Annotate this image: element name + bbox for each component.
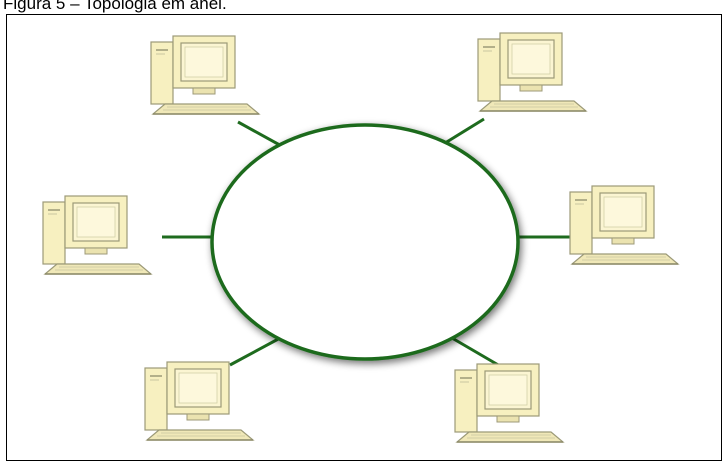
desktop-computer-icon — [144, 361, 254, 441]
computer-node-top-right — [477, 32, 587, 112]
link-bottom-left — [229, 335, 283, 367]
network-links — [162, 117, 572, 368]
desktop-computer-icon — [569, 185, 679, 265]
desktop-computer-icon — [454, 363, 564, 443]
ring — [210, 123, 520, 361]
figure-caption: Figura 5 – Topologia em anel. — [3, 0, 227, 13]
computer-node-middle-right — [569, 185, 679, 265]
computer-node-bottom-left — [144, 361, 254, 441]
desktop-computer-icon — [150, 35, 260, 115]
desktop-computer-icon — [42, 195, 152, 275]
computer-node-top-left — [150, 35, 260, 115]
computer-node-middle-left — [42, 195, 152, 275]
computer-node-bottom-right — [454, 363, 564, 443]
desktop-computer-icon — [477, 32, 587, 112]
link-bottom-right — [451, 336, 501, 368]
